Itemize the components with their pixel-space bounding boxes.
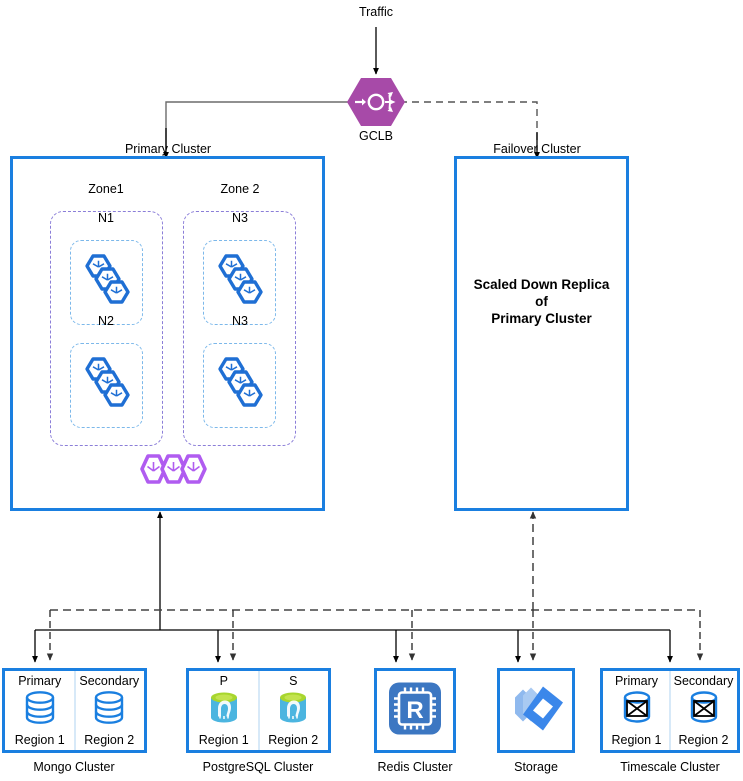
pods-blue-icon: [81, 355, 135, 420]
node-label-n2: N2: [98, 314, 114, 328]
postgres-secondary-half: S Region 2: [259, 671, 329, 750]
gclb-label: GCLB: [358, 129, 394, 143]
postgres-primary-half: P Region 1: [189, 671, 259, 750]
divider: [669, 671, 671, 750]
region-label: Region 1: [198, 733, 249, 747]
region-label: Region 2: [678, 733, 729, 747]
primary-cluster-box[interactable]: Zone1 N1 N2: [10, 156, 325, 511]
role-label: Secondary: [673, 674, 734, 688]
traffic-label: Traffic: [358, 5, 394, 19]
datastore-caption-mongo: Mongo Cluster: [33, 760, 115, 774]
storage-boxes-icon: [507, 681, 565, 740]
failover-line-2: of: [535, 294, 548, 309]
role-label: Primary: [18, 674, 62, 688]
svg-text:R: R: [406, 697, 423, 724]
load-balancer-icon: [347, 78, 405, 126]
pods-purple-icon: [138, 453, 210, 494]
node-label-n1: N1: [98, 211, 114, 225]
divider: [257, 671, 260, 750]
datastore-caption-timescale: Timescale Cluster: [620, 760, 720, 774]
timescale-db-icon: [687, 689, 721, 732]
zone-box-2[interactable]: [183, 211, 296, 446]
pods-blue-icon: [81, 252, 135, 317]
timescale-secondary-half: Secondary Region 2: [670, 671, 737, 750]
datastore-caption-storage: Storage: [514, 760, 558, 774]
zone-box-1[interactable]: [50, 211, 163, 446]
failover-cluster-box[interactable]: Scaled Down Replica of Primary Cluster: [454, 156, 629, 511]
region-label: Region 1: [611, 733, 662, 747]
region-label: Region 2: [268, 733, 319, 747]
role-label: Secondary: [79, 674, 140, 688]
mongo-db-icon: [92, 689, 126, 732]
node-label-n3-b: N3: [232, 314, 248, 328]
postgres-elephant-icon: [208, 689, 240, 732]
node-box-n1[interactable]: [70, 240, 143, 325]
timescale-primary-half: Primary Region 1: [603, 671, 670, 750]
role-label: Primary: [614, 674, 659, 688]
postgres-elephant-icon: [277, 689, 309, 732]
role-label: P: [219, 674, 228, 688]
datastore-storage[interactable]: [497, 668, 575, 753]
node-box-n3-b[interactable]: [203, 343, 276, 428]
failover-body-text: Scaled Down Replica of Primary Cluster: [457, 276, 626, 327]
pods-blue-icon: [214, 252, 268, 317]
node-box-n2[interactable]: [70, 343, 143, 428]
divider: [73, 671, 76, 750]
failover-line-1: Scaled Down Replica: [473, 277, 610, 292]
region-label: Region 1: [14, 733, 65, 747]
datastore-caption-postgresql: PostgreSQL Cluster: [202, 760, 314, 774]
redis-chip-icon: R: [386, 679, 444, 742]
datastore-mongo[interactable]: Primary Region 1 Secondary: [2, 668, 147, 753]
datastore-redis[interactable]: R: [374, 668, 456, 753]
pods-blue-icon: [214, 355, 268, 420]
zone-label-1: Zone1: [88, 182, 124, 196]
node-label-n3-a: N3: [232, 211, 248, 225]
mongo-db-icon: [23, 689, 57, 732]
datastore-caption-redis: Redis Cluster: [377, 760, 453, 774]
zone-label-2: Zone 2: [220, 182, 260, 196]
gclb-node[interactable]: [346, 76, 406, 128]
datastore-postgresql[interactable]: P Region 1 S: [186, 668, 331, 753]
region-label: Region 2: [84, 733, 135, 747]
datastore-timescale[interactable]: Primary Region 1 Secondary: [600, 668, 740, 753]
mongo-primary-half: Primary Region 1: [5, 671, 75, 750]
timescale-db-icon: [620, 689, 654, 732]
failover-cluster-label: Failover Cluster: [493, 142, 581, 156]
role-label: S: [289, 674, 298, 688]
primary-cluster-label: Primary Cluster: [124, 142, 212, 156]
node-box-n3-a[interactable]: [203, 240, 276, 325]
failover-line-3: Primary Cluster: [491, 311, 592, 326]
mongo-secondary-half: Secondary Region 2: [75, 671, 145, 750]
